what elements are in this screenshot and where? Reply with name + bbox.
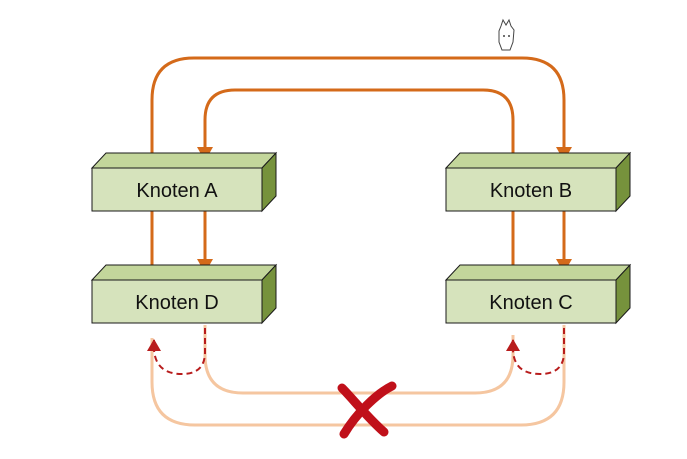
node-a: Knoten A bbox=[90, 151, 278, 213]
link-b-to-a-inner bbox=[197, 88, 515, 161]
reroute-c-dashed bbox=[506, 328, 565, 376]
reroute-d-dashed bbox=[147, 328, 206, 376]
cursor-icon bbox=[498, 18, 515, 51]
node-d-label: Knoten D bbox=[135, 292, 218, 314]
node-c-label: Knoten C bbox=[489, 292, 572, 314]
node-d: Knoten D bbox=[90, 263, 278, 325]
node-b-label: Knoten B bbox=[490, 180, 572, 202]
node-c: Knoten C bbox=[444, 263, 632, 325]
link-d-c-outer-broken bbox=[150, 325, 566, 427]
node-a-label: Knoten A bbox=[136, 180, 218, 202]
cross-mark-icon bbox=[337, 381, 397, 439]
node-b: Knoten B bbox=[444, 151, 632, 213]
link-a-to-b-outer bbox=[150, 56, 572, 161]
link-d-c-inner-broken bbox=[203, 325, 515, 395]
